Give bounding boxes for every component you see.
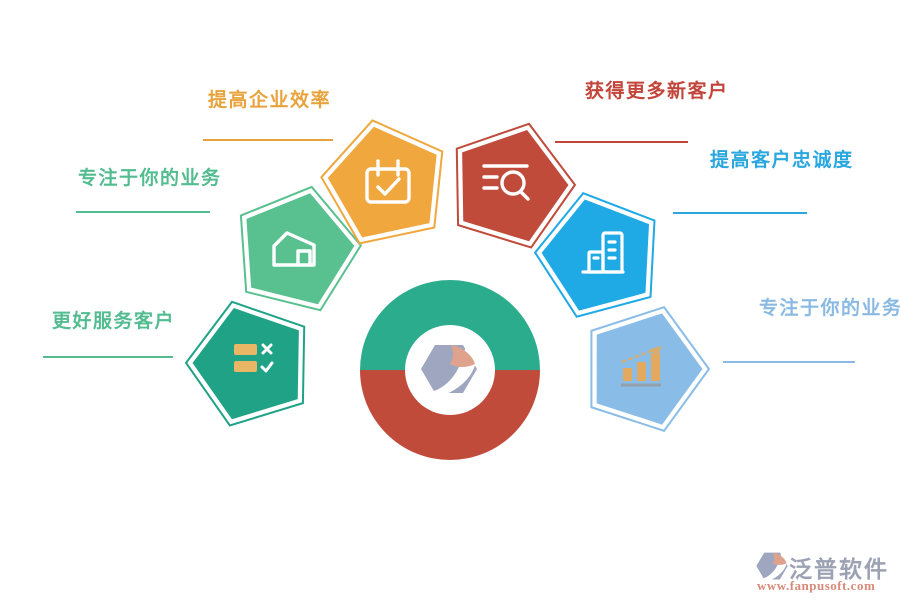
- center-donut: [360, 280, 540, 460]
- office-building-icon: [581, 231, 625, 274]
- search-customers-icon: [482, 164, 530, 201]
- warehouse-icon: [272, 231, 316, 267]
- pentagon-new-customers: [434, 104, 590, 256]
- callout-new-customers: 获得更多新客户: [585, 81, 729, 102]
- callout-better-service-underline: [43, 356, 173, 358]
- calendar-check-icon: [365, 159, 411, 204]
- callout-efficiency-underline: [203, 139, 333, 141]
- callout-focus-business-right-underline: [723, 361, 855, 363]
- pentagon-customer-loyalty: [522, 176, 675, 324]
- watermark-brand: 泛普软件: [789, 557, 889, 582]
- pentagon-better-service: [171, 282, 327, 434]
- callout-customer-loyalty: 提高客户忠诚度: [710, 150, 854, 171]
- pentagon-efficiency: [311, 106, 459, 250]
- pentagon-focus-business-right: [567, 287, 724, 440]
- callout-new-customers-underline: [555, 141, 688, 143]
- callout-better-service: 更好服务客户: [52, 311, 176, 332]
- checklist-icon: [234, 343, 274, 373]
- callout-efficiency: 提高企业效率: [208, 90, 332, 111]
- callout-focus-business-right: 专注于你的业务: [759, 298, 900, 319]
- growth-chart-icon: [621, 346, 662, 387]
- watermark-url: www.fanpusoft.com: [757, 578, 876, 593]
- callout-customer-loyalty-underline: [673, 212, 807, 214]
- callout-focus-business-left: 专注于你的业务: [78, 168, 222, 189]
- pentagon-focus-business-left: [222, 170, 373, 317]
- callout-focus-business-left-underline: [76, 211, 210, 213]
